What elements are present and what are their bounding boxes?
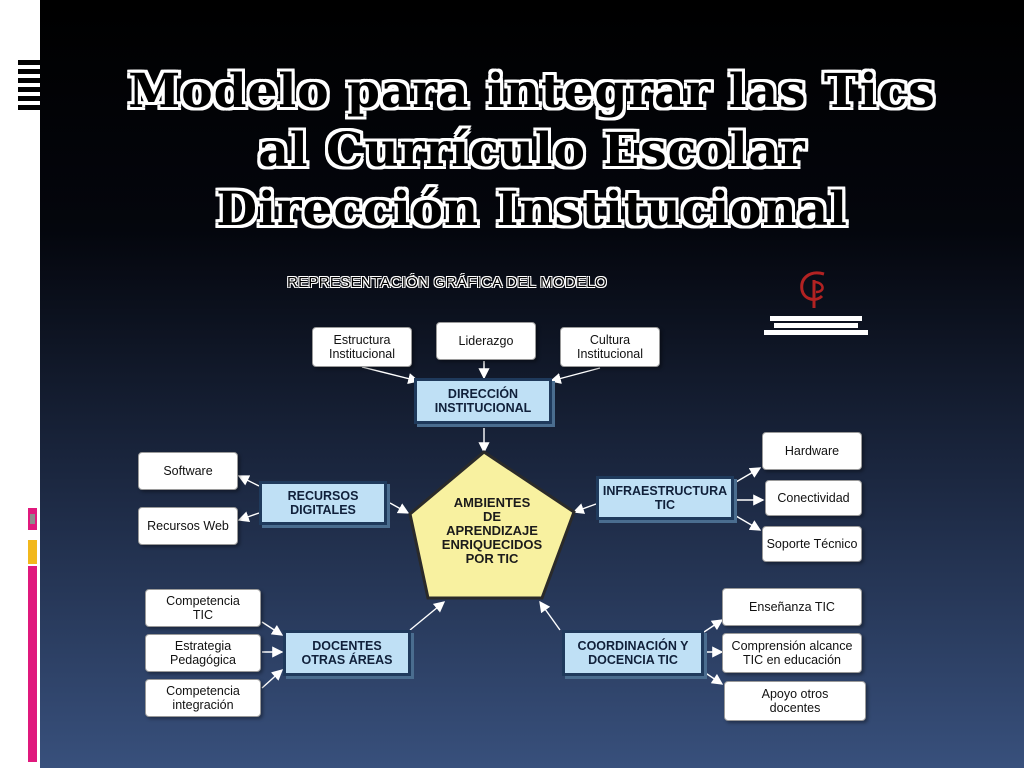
institution-logo-icon: [760, 268, 872, 348]
logo-monogram-icon: [800, 271, 825, 308]
leaf-software: Software: [138, 452, 238, 490]
diagram-heading: REPRESENTACIÓN GRÁFICA DEL MODELO: [287, 274, 607, 291]
pink-accent-long-bar: [28, 566, 37, 762]
title-line-1: Modelo para integrar las Tics: [128, 64, 936, 119]
leaf-liderazgo: Liderazgo: [436, 322, 536, 360]
arrow-docentes-center: [409, 601, 446, 631]
leaf-estructura: Estructura Institucional: [312, 327, 412, 367]
arrow-infra-soporte: [735, 515, 762, 531]
arrow-estructura-direccion: [361, 366, 420, 385]
left-decorative-strip: [0, 0, 40, 768]
leaf-estrategia: Estrategia Pedagógica: [145, 634, 261, 672]
arrow-competencia-docentes: [261, 621, 284, 636]
center-label: AMBIENTES DE APRENDIZAJE ENRIQUECIDOS PO…: [441, 495, 543, 566]
leaf-apoyo: Apoyo otros docentes: [724, 681, 866, 721]
arrow-integracion-docentes: [261, 669, 284, 689]
arrow-infra-hardware: [735, 467, 762, 483]
leaf-recursos-web: Recursos Web: [138, 507, 238, 545]
leaf-competencia-tic: Competencia TIC: [145, 589, 261, 627]
arrow-cultura-direccion: [549, 367, 601, 384]
leaf-conectividad: Conectividad: [765, 480, 862, 516]
center-pentagon: [408, 450, 576, 600]
leaf-hardware: Hardware: [762, 432, 862, 470]
leaf-competencia-integracion: Competencia integración: [145, 679, 261, 717]
arrow-recursos-software: [237, 475, 260, 487]
arrow-coord-ensenanza: [703, 619, 724, 633]
arrow-recursos-center: [389, 502, 410, 514]
arrow-recursos-web: [237, 511, 260, 523]
arrow-coord-center: [539, 600, 561, 631]
hub-docentes: DOCENTES OTRAS ÁREAS: [283, 630, 411, 676]
gold-accent-bar: [28, 540, 37, 564]
slide-title: Modelo para integrar las Tics al Currícu…: [40, 62, 1024, 239]
leaf-comprension: Comprensión alcance TIC en educación: [722, 633, 862, 673]
logo-caption: [760, 314, 872, 337]
leaf-ensenanza: Enseñanza TIC: [722, 588, 862, 626]
hub-direccion: DIRECCIÓN INSTITUCIONAL: [414, 378, 552, 424]
title-line-2: al Currículo Escolar: [258, 123, 806, 178]
title-line-3: Dirección Institucional: [216, 182, 848, 237]
leaf-soporte: Soporte Técnico: [762, 526, 862, 562]
hub-infraestructura: INFRAESTRUCTURA TIC: [596, 476, 734, 520]
presentation-logo-icon: [18, 60, 40, 118]
arrow-infra-center: [572, 503, 597, 514]
arrow-coord-apoyo: [703, 671, 724, 685]
hub-recursos: RECURSOS DIGITALES: [259, 481, 387, 525]
gray-accent-bar: [30, 514, 35, 524]
leaf-cultura: Cultura Institucional: [560, 327, 660, 367]
hub-coordinacion: COORDINACIÓN Y DOCENCIA TIC: [562, 630, 704, 676]
